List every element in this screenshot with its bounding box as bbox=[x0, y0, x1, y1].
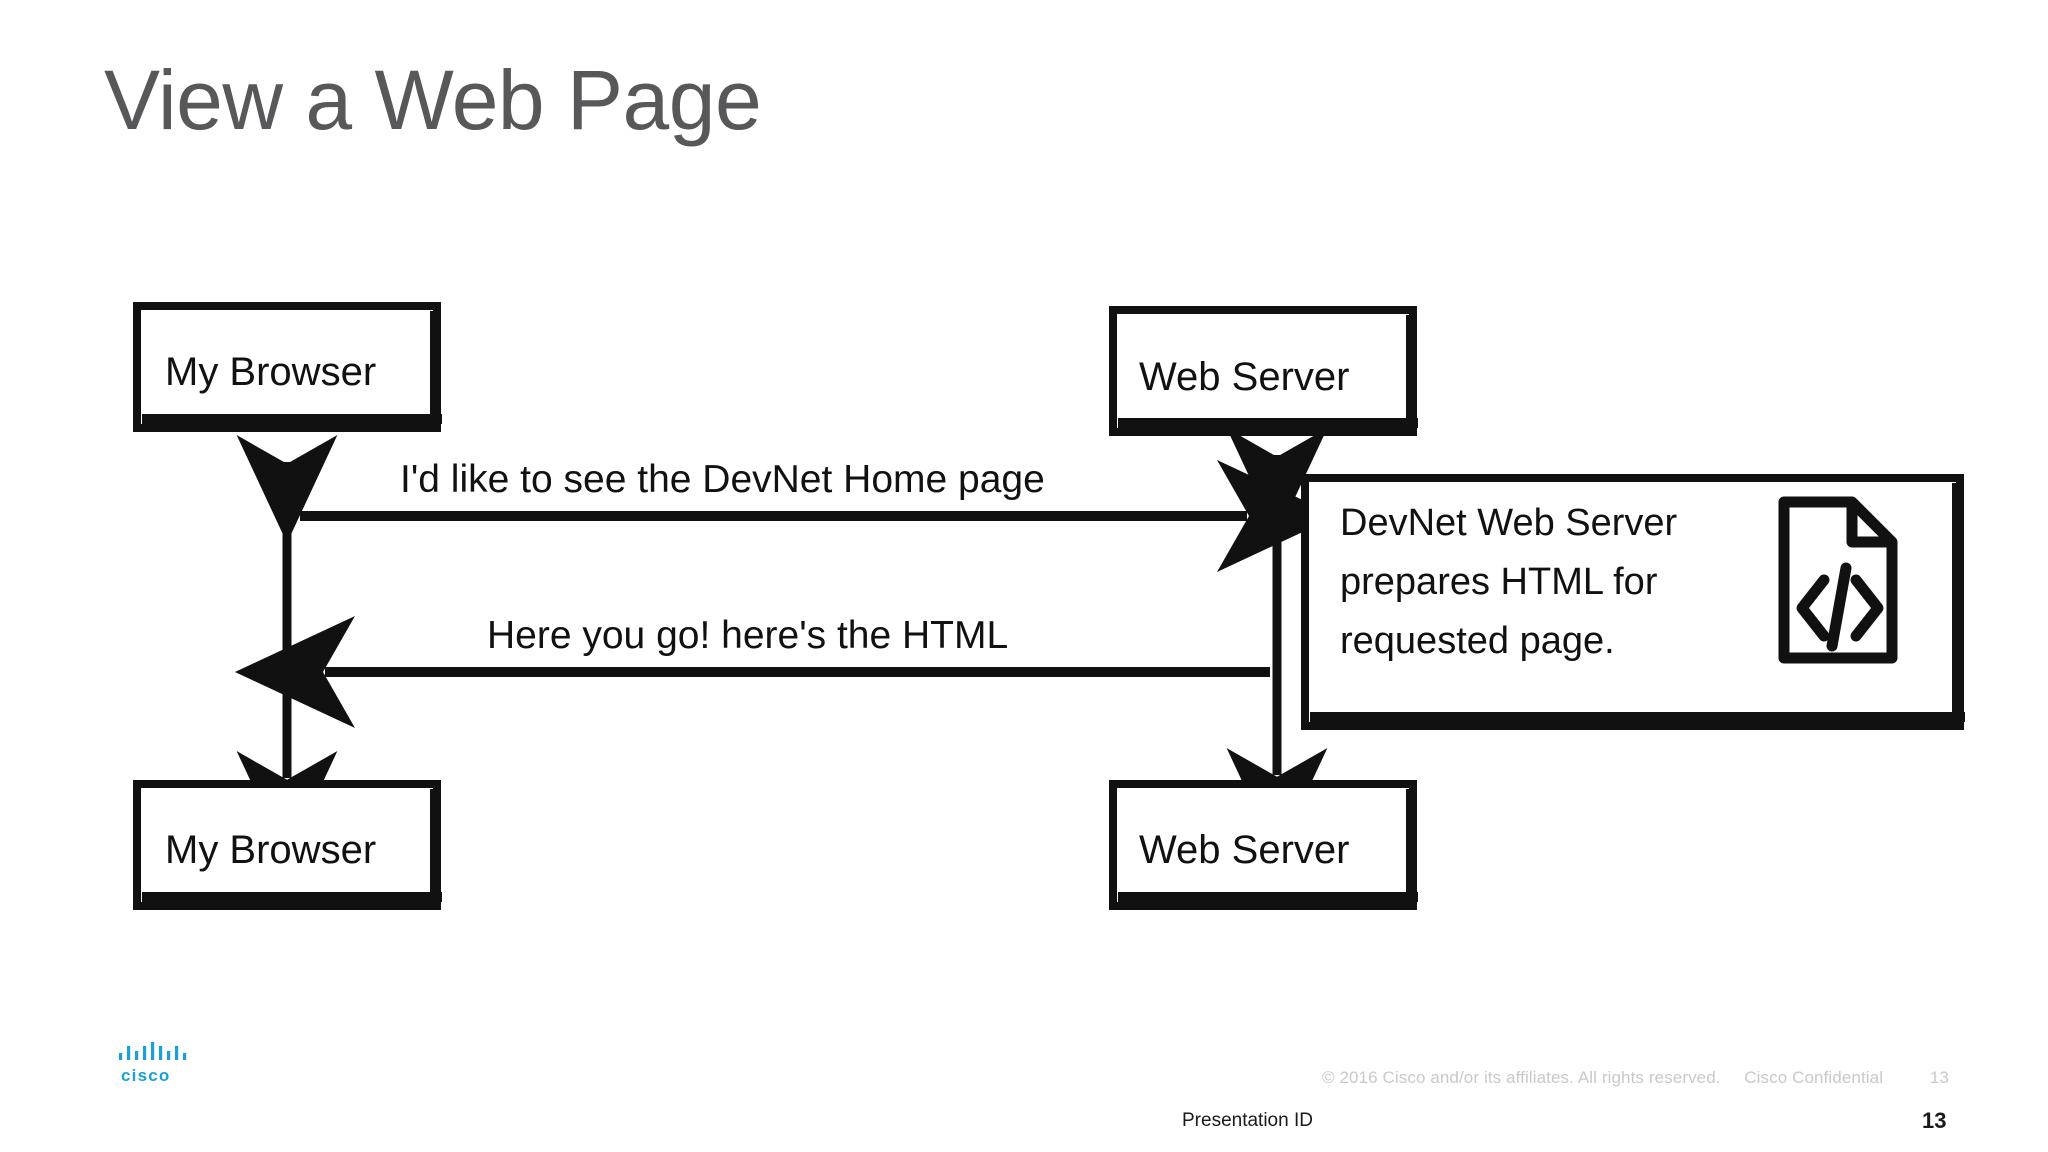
callout-line-3: requested page. bbox=[1340, 620, 1615, 662]
callout-line-1: DevNet Web Server bbox=[1340, 502, 1678, 544]
node-server-top-label: Web Server bbox=[1139, 355, 1349, 399]
copyright-notice: © 2016 Cisco and/or its affiliates. All … bbox=[1322, 1068, 1949, 1088]
callout-line-2: prepares HTML for bbox=[1340, 561, 1658, 603]
confidential-text: Cisco Confidential bbox=[1744, 1068, 1884, 1087]
copyright-text: © 2016 Cisco and/or its affiliates. All … bbox=[1322, 1068, 1721, 1087]
node-browser-bottom-label: My Browser bbox=[165, 828, 376, 872]
node-server-top: Web Server bbox=[1109, 306, 1418, 436]
slide-page-number: 13 bbox=[1922, 1108, 1947, 1133]
cisco-logo: cisco bbox=[118, 1040, 194, 1088]
request-message-label: I'd like to see the DevNet Home page bbox=[400, 458, 1045, 501]
node-server-bottom-label: Web Server bbox=[1139, 828, 1349, 872]
presentation-id-label: Presentation ID bbox=[1182, 1110, 1313, 1131]
cisco-wordmark: cisco bbox=[121, 1066, 170, 1085]
page-title: View a Web Page bbox=[104, 53, 762, 147]
callout-box: DevNet Web Server prepares HTML for requ… bbox=[1301, 474, 1965, 730]
node-browser-top: My Browser bbox=[133, 302, 442, 432]
node-browser-bottom: My Browser bbox=[133, 780, 442, 910]
copyright-page-number: 13 bbox=[1929, 1068, 1950, 1087]
code-document-icon bbox=[1778, 496, 1898, 664]
node-browser-top-label: My Browser bbox=[165, 350, 376, 394]
node-server-bottom: Web Server bbox=[1109, 780, 1418, 910]
response-message-label: Here you go! here's the HTML bbox=[487, 614, 1008, 657]
